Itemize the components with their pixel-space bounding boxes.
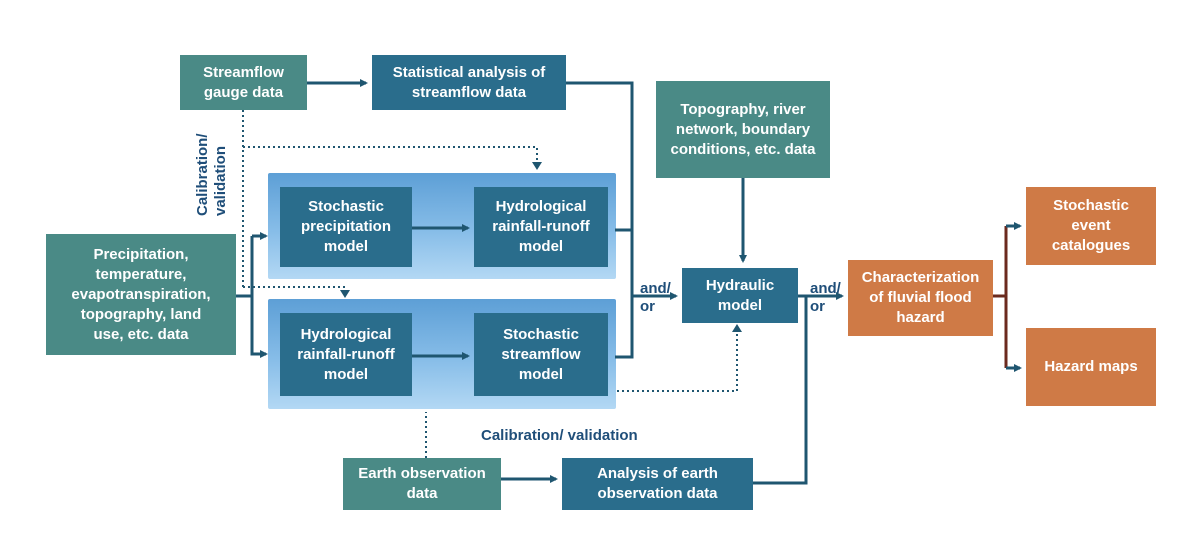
stochastic-precipitation-model-node: Stochastic precipitation model xyxy=(280,187,412,267)
dotted-streamflow-to-hydraulic xyxy=(617,331,738,392)
dotted-gauge-to-bottom-group xyxy=(243,286,346,292)
and-or-right-label: and/ or xyxy=(810,280,841,315)
characterization-node: Characterization of fluvial flood hazard xyxy=(848,260,993,336)
hydrological-rainfall-runoff-model-bottom-node: Hydrological rainfall-runoff model xyxy=(280,313,412,396)
statistical-analysis-node: Statistical analysis of streamflow data xyxy=(372,55,566,110)
precipitation-data-node: Precipitation, temperature, evapotranspi… xyxy=(46,234,236,355)
edge-precip-to-bottom-group xyxy=(250,296,268,358)
dotted-arrowhead-top xyxy=(532,162,542,170)
dotted-gauge-to-top-group xyxy=(243,146,538,164)
calibration-validation-horizontal-label: Calibration/ validation xyxy=(481,427,638,444)
hazard-maps-node: Hazard maps xyxy=(1026,328,1156,406)
hydraulic-model-node: Hydraulic model xyxy=(682,268,798,323)
streamflow-gauge-data-node: Streamflow gauge data xyxy=(180,55,307,110)
dotted-arrowhead-hydraulic xyxy=(732,324,742,332)
and-or-left-label: and/ or xyxy=(640,280,671,315)
stochastic-streamflow-model-node: Stochastic streamflow model xyxy=(474,313,608,396)
edge-statistical-to-trunk xyxy=(566,81,634,359)
calibration-validation-vertical-label: Calibration/ validation xyxy=(194,133,229,216)
hydrological-rainfall-runoff-model-top-node: Hydrological rainfall-runoff model xyxy=(474,187,608,267)
analysis-earth-observation-node: Analysis of earth observation data xyxy=(562,458,753,510)
earth-observation-data-node: Earth observation data xyxy=(343,458,501,510)
stochastic-event-catalogues-node: Stochastic event catalogues xyxy=(1026,187,1156,265)
dotted-arrowhead-bottom xyxy=(340,290,350,298)
edge-earth-analysis-to-output xyxy=(753,296,808,485)
topography-data-node: Topography, river network, boundary cond… xyxy=(656,81,830,178)
